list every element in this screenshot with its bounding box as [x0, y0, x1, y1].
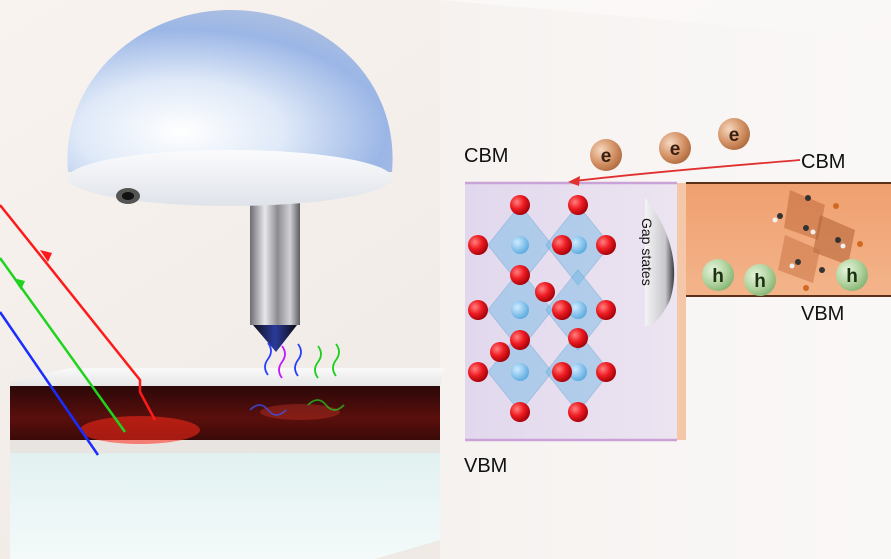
- b-site-atom: [569, 363, 587, 381]
- hole-group: h h h: [702, 259, 868, 296]
- hole-label: h: [754, 271, 766, 292]
- oxygen-atom: [552, 362, 572, 382]
- hole-label: h: [846, 266, 858, 287]
- oxygen-atom: [510, 195, 530, 215]
- hole: [702, 259, 734, 291]
- oxygen-atom: [468, 235, 488, 255]
- oxygen-atom: [552, 300, 572, 320]
- oxygen-atom: [468, 300, 488, 320]
- electron-label: e: [601, 146, 612, 167]
- oxygen-atom: [510, 402, 530, 422]
- b-site-atom: [569, 301, 587, 319]
- gap-states-shape: [645, 198, 675, 326]
- oxygen-atom: [568, 195, 588, 215]
- beam-arrow-icons: [13, 250, 52, 290]
- gap-states-label: Gap states: [639, 218, 655, 286]
- oxygen-atom: [596, 300, 616, 320]
- cbm-label-left: CBM: [464, 145, 508, 167]
- oxygen-atom: [596, 362, 616, 382]
- red-glow: [80, 416, 200, 444]
- arrow-head-icon: [568, 176, 580, 186]
- dome-base: [68, 150, 392, 206]
- oxygen-atom: [535, 282, 555, 302]
- oxygen-atom: [490, 342, 510, 362]
- oxygen-atom: [510, 330, 530, 350]
- oxygen-atom: [468, 362, 488, 382]
- cbm-label-right: CBM: [801, 151, 845, 173]
- hole-label: h: [712, 266, 724, 287]
- oxygen-atom: [568, 328, 588, 348]
- oxygen-atom: [552, 235, 572, 255]
- electron-label: e: [729, 125, 740, 146]
- vbm-label-right: VBM: [801, 303, 844, 325]
- b-site-atom: [511, 363, 529, 381]
- tip-icon: [253, 325, 297, 352]
- b-site-atom: [569, 236, 587, 254]
- sample-slab-top: [10, 368, 445, 386]
- hole: [744, 264, 776, 296]
- emission-signals: [249, 342, 345, 416]
- electron: [659, 132, 691, 164]
- perovskite-crystal-icon: [772, 190, 863, 291]
- electron: [590, 139, 622, 171]
- sample-slab-front: [10, 386, 440, 440]
- dome-icon: [67, 10, 393, 172]
- glass-substrate: [10, 440, 440, 559]
- hole: [836, 259, 868, 291]
- vbm-label-left: VBM: [464, 455, 507, 477]
- b-site-atom: [511, 236, 529, 254]
- interface-strip: [677, 183, 686, 440]
- oxygen-atom: [596, 235, 616, 255]
- b-site-atom: [511, 301, 529, 319]
- electron-arrow: [574, 159, 801, 182]
- electron-group: e e e: [590, 118, 750, 171]
- electron-label: e: [670, 139, 681, 160]
- oxygen-atom: [568, 402, 588, 422]
- electron: [718, 118, 750, 150]
- zoom-edge: [440, 0, 891, 40]
- surface-glow: [260, 404, 340, 420]
- oxide-crystal: [468, 195, 616, 422]
- oxygen-atom: [510, 265, 530, 285]
